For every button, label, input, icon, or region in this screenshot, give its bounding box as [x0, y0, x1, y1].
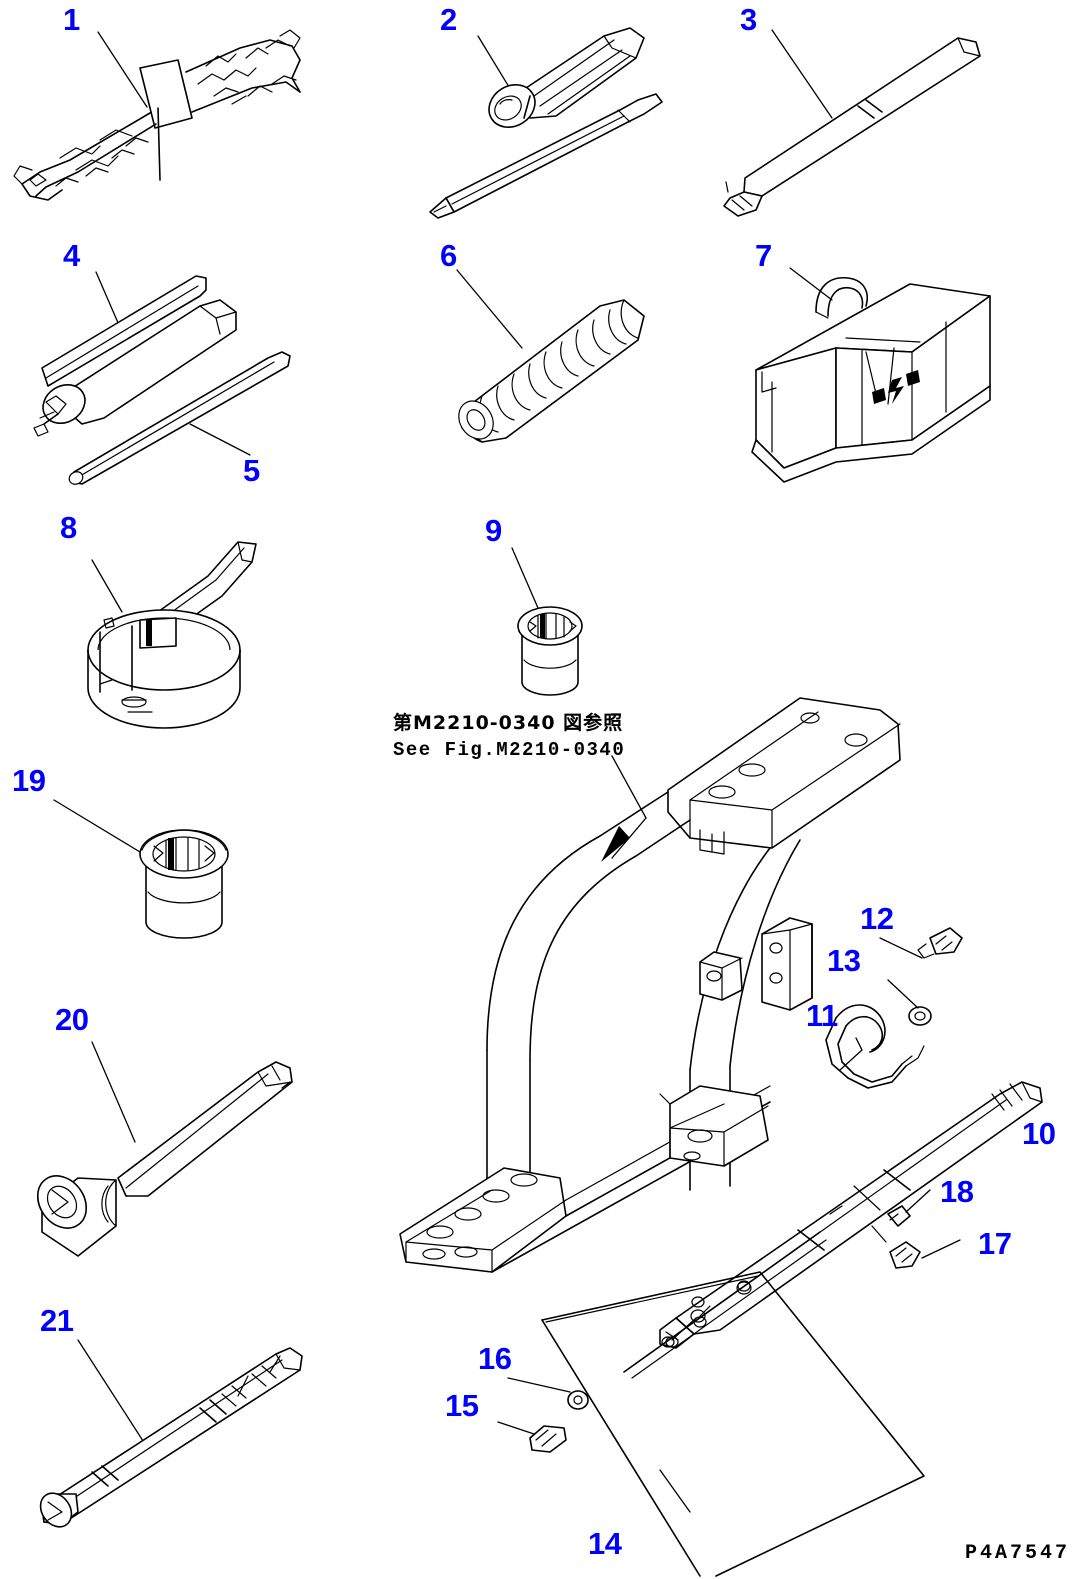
callout-19[interactable]: 19 [12, 763, 46, 798]
part-19-socket-12pt [53, 799, 229, 939]
reference-note-english: See Fig.M2210-0340 [393, 738, 626, 761]
callout-9[interactable]: 9 [485, 513, 502, 548]
assembly-mounting-bracket [399, 697, 1043, 1577]
callout-14[interactable]: 14 [588, 1526, 622, 1561]
part-6-grease-hose-coil [456, 269, 645, 443]
part-4-grease-gun [33, 271, 237, 437]
part-3-extension-bar [723, 29, 981, 217]
callout-1[interactable]: 1 [63, 2, 80, 37]
callout-15[interactable]: 15 [445, 1388, 479, 1423]
callout-17[interactable]: 17 [978, 1226, 1012, 1261]
part-20-socket-wrench-long [36, 1041, 293, 1257]
callout-6[interactable]: 6 [440, 238, 457, 273]
part-5-grease-rod [68, 351, 291, 485]
callout-12[interactable]: 12 [860, 901, 894, 936]
reference-note: 第M2210-0340 図参照 See Fig.M2210-0340 [393, 711, 625, 763]
callout-18[interactable]: 18 [940, 1174, 974, 1209]
callout-7[interactable]: 7 [755, 238, 772, 273]
part-7-tool-box [751, 267, 991, 483]
part-9-socket-small [511, 547, 583, 696]
callout-5[interactable]: 5 [243, 453, 260, 488]
callout-11[interactable]: 11 [806, 998, 838, 1033]
part-1-tool-kit [13, 29, 301, 201]
callout-2[interactable]: 2 [440, 2, 457, 37]
callout-21[interactable]: 21 [40, 1303, 74, 1338]
callout-4[interactable]: 4 [63, 238, 80, 273]
part-8-filter-wrench [87, 541, 257, 729]
callout-16[interactable]: 16 [478, 1341, 512, 1376]
callout-13[interactable]: 13 [827, 943, 861, 978]
callout-20[interactable]: 20 [55, 1002, 89, 1037]
callout-8[interactable]: 8 [60, 510, 77, 545]
part-21-torque-bar [39, 1339, 303, 1528]
reference-note-japanese: 第M2210-0340 図参照 [393, 712, 624, 734]
callout-10[interactable]: 10 [1022, 1116, 1056, 1151]
part-2-screwdriver [429, 27, 663, 219]
drawing-number: P4A7547 [965, 1542, 1071, 1565]
callout-3[interactable]: 3 [740, 2, 757, 37]
